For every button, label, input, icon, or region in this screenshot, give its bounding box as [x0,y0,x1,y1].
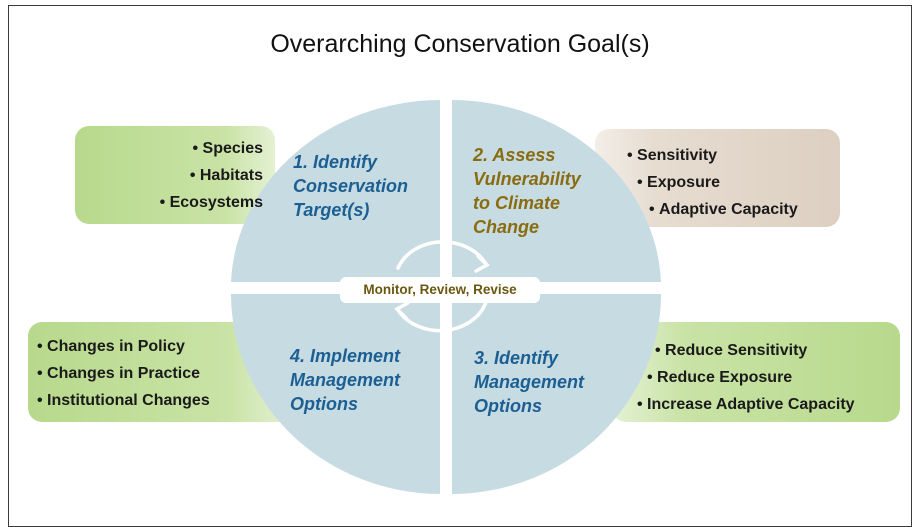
implement-list: Changes in Policy Changes in Practice In… [37,333,210,414]
list-item: Ecosystems [88,189,263,216]
quadrant-2-label: 2. Assess Vulnerability to Climate Chang… [473,145,581,237]
list-item: Reduce Exposure [637,364,855,391]
list-item: Reduce Sensitivity [637,337,855,364]
quadrant-1-label: 1. Identify Conservation Target(s) [293,152,409,220]
quadrant-4-label: 4. Implement Management Options [290,346,401,414]
monitor-review-revise-label: Monitor, Review, Revise [340,277,540,303]
quadrant-identify-targets [231,100,440,282]
cycle-diagram [28,100,900,494]
list-item: Adaptive Capacity [627,196,798,223]
diagram-title: Overarching Conservation Goal(s) [270,30,650,58]
quadrant-assess-vulnerability [452,100,661,282]
list-item: Sensitivity [627,142,798,169]
list-item: Exposure [627,169,798,196]
quadrant-implement-management [231,294,440,494]
list-item: Species [88,135,263,162]
vulnerability-list: Sensitivity Exposure Adaptive Capacity [627,142,798,223]
targets-list: Species Habitats Ecosystems [88,135,263,216]
management-list: Reduce Sensitivity Reduce Exposure Incre… [637,337,855,418]
list-item: Increase Adaptive Capacity [637,391,855,418]
quadrant-identify-management [452,294,661,494]
list-item: Institutional Changes [37,387,210,414]
list-item: Changes in Policy [37,333,210,360]
list-item: Changes in Practice [37,360,210,387]
cycle-arrows-icon [394,240,490,333]
quadrant-3-label: 3. Identify Management Options [474,348,585,416]
list-item: Habitats [88,162,263,189]
